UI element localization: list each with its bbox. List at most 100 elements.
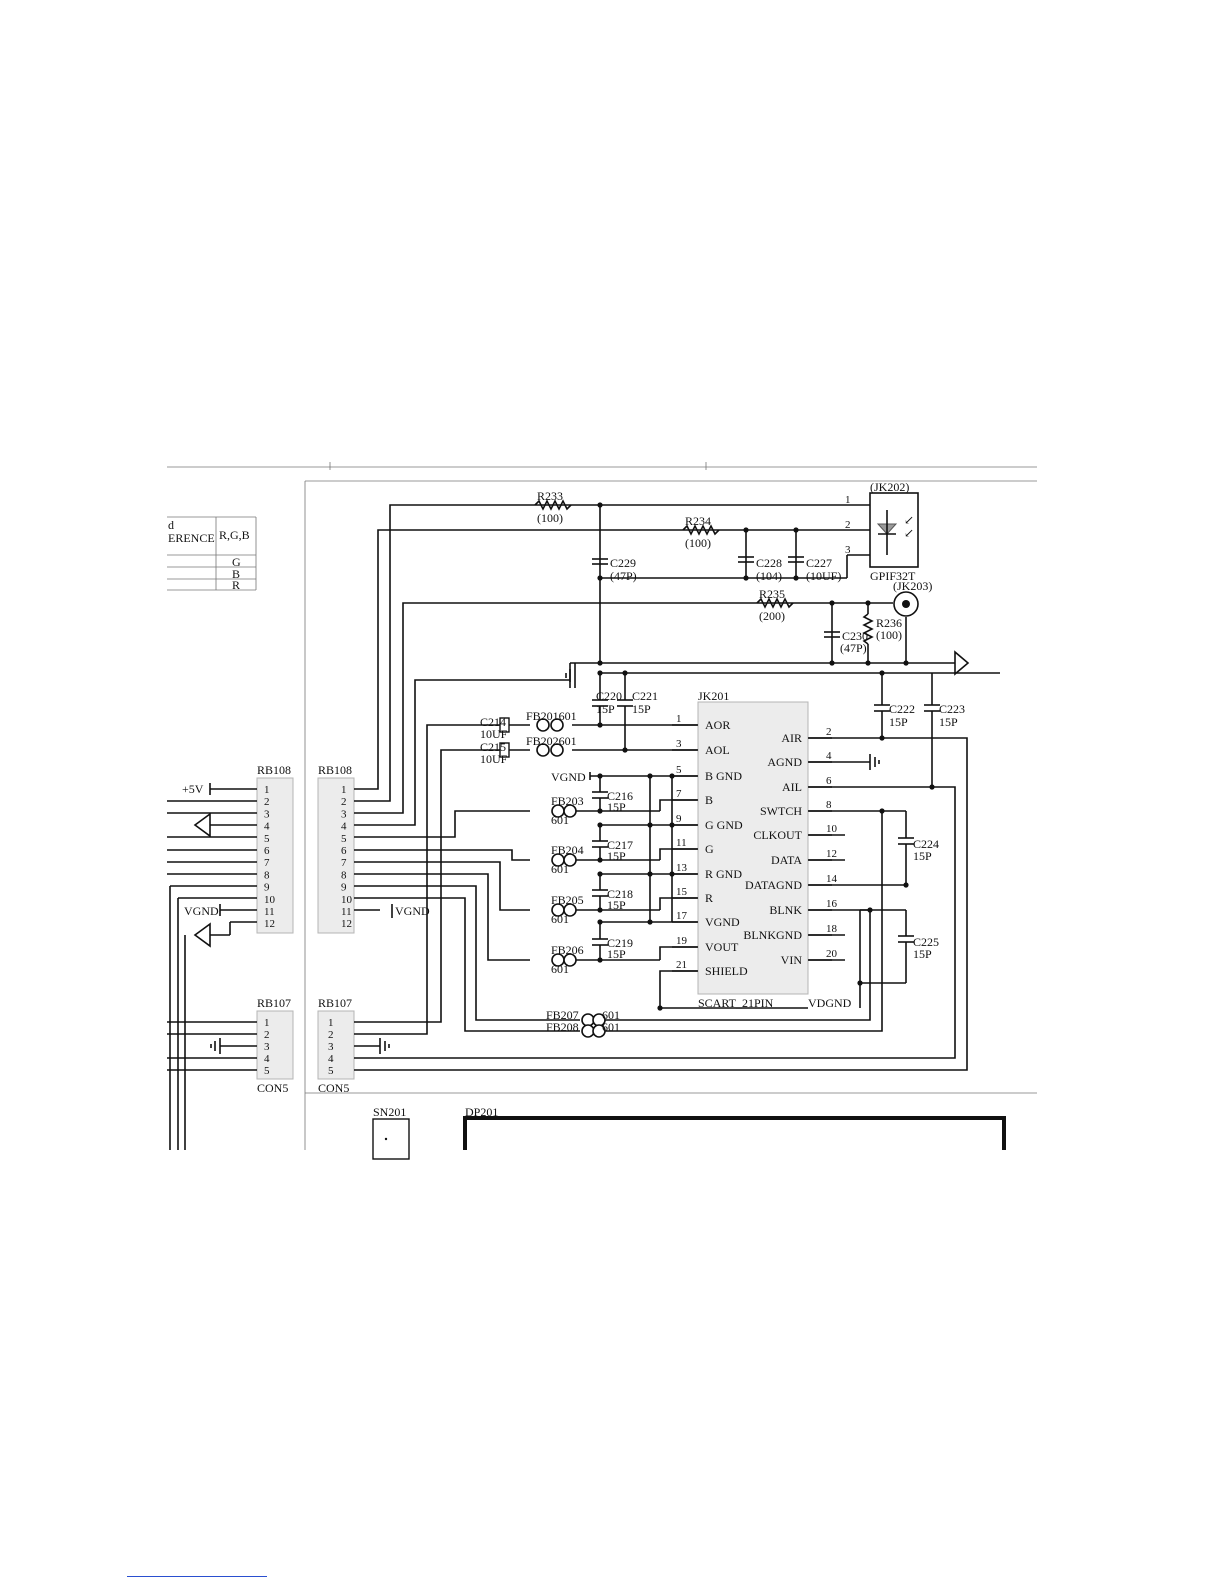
scart-pin-name: VGND — [705, 915, 740, 929]
left-bus-wires — [167, 788, 257, 1150]
svg-text:FB203: FB203 — [551, 794, 584, 808]
scart-pin-name: AGND — [767, 755, 802, 769]
capacitor-c222: C222 15P — [874, 702, 915, 729]
ground-symbol — [210, 1038, 221, 1054]
capacitor-c225: C225 15P — [898, 935, 939, 961]
pin-number: 11 — [264, 906, 275, 918]
capacitor-c214: C214 10UF — [480, 715, 510, 741]
coax-jack-jk203: (JK203) — [893, 579, 932, 617]
resistor-r235: R235 (200) — [756, 587, 794, 623]
scart-pin-number: 6 — [826, 775, 832, 787]
pin-number: 5 — [264, 1065, 270, 1077]
ground-symbol — [565, 663, 576, 688]
scart-pin-number: 4 — [826, 750, 832, 762]
svg-text:2: 2 — [845, 519, 851, 531]
svg-text:C219: C219 — [607, 936, 633, 950]
svg-text:C223: C223 — [939, 702, 965, 716]
capacitor-c216: C216 15P — [592, 789, 633, 814]
svg-text:GPIF32T: GPIF32T — [870, 569, 916, 583]
svg-text:SN201: SN201 — [373, 1105, 406, 1119]
pin-number: 11 — [341, 906, 352, 918]
svg-text:FB207: FB207 — [546, 1008, 579, 1022]
pin-number: 4 — [264, 1053, 270, 1065]
legend-fragment: d — [168, 518, 174, 532]
svg-text:C228: C228 — [756, 556, 782, 570]
svg-text:1: 1 — [845, 494, 851, 506]
svg-text:601: 601 — [551, 912, 569, 926]
svg-text:15P: 15P — [607, 800, 626, 814]
pin-number: 1 — [341, 784, 347, 796]
svg-text:C229: C229 — [610, 556, 636, 570]
scart-pin-number: 14 — [826, 873, 838, 885]
scart-pin-name: VIN — [781, 953, 803, 967]
scart-pin-name: AIR — [781, 731, 802, 745]
scart-pin-name: VOUT — [705, 940, 739, 954]
ferrite-fb207: FB207 601 — [546, 1008, 620, 1027]
display-dp201: DP201 — [463, 1105, 1006, 1150]
capacitor-c228: C228 (104) — [738, 556, 782, 583]
power-label: VGND — [395, 904, 430, 918]
scart-pin-name: DATAGND — [745, 878, 802, 892]
pin-number: 10 — [341, 894, 353, 906]
pin-number: 1 — [264, 1017, 270, 1029]
svg-text:10UF: 10UF — [480, 752, 508, 766]
pin-number: 12 — [341, 918, 352, 930]
vdgnd-label: VDGND — [808, 996, 852, 1010]
optical-jack-jk202: ↙ ↙ (JK202) GPIF32T 1 2 3 — [845, 480, 919, 583]
pin-number: 10 — [264, 894, 276, 906]
svg-text:C218: C218 — [607, 887, 633, 901]
ferrite-fb206: FB206 601 — [551, 943, 584, 976]
capacitor-c219: C219 15P — [592, 936, 633, 961]
svg-text:(100): (100) — [876, 628, 902, 642]
connector-ref: RB108 — [318, 763, 352, 777]
scart-pin-name: B GND — [705, 769, 742, 783]
scart-pin-number: 11 — [676, 837, 687, 849]
svg-text:15P: 15P — [913, 947, 932, 961]
scart-pin-number: 17 — [676, 910, 688, 922]
pin-number: 3 — [341, 808, 347, 820]
svg-text:DP201: DP201 — [465, 1105, 498, 1119]
svg-text:FB202601: FB202601 — [526, 734, 577, 748]
junction-dots — [597, 502, 935, 1011]
svg-text:(100): (100) — [685, 536, 711, 550]
scart-pin-name: G — [705, 842, 714, 856]
vgnd-label: VGND — [551, 770, 586, 784]
svg-text:C221: C221 — [632, 689, 658, 703]
sensor-sn201: SN201 — [372, 1105, 410, 1160]
ground-symbol — [869, 754, 880, 770]
svg-text:601: 601 — [551, 962, 569, 976]
ferrite-fb208: FB208 601 — [546, 1020, 620, 1038]
svg-text:FB206: FB206 — [551, 943, 584, 957]
pin-number: 2 — [264, 796, 270, 808]
svg-text:FB204: FB204 — [551, 843, 584, 857]
light-arrow-icon: ↙ — [904, 513, 914, 527]
power-5v: +5V — [182, 782, 211, 796]
scart-pin-number: 18 — [826, 923, 838, 935]
pin-number: 5 — [328, 1065, 334, 1077]
ferrite-fb203: FB203 601 — [551, 794, 584, 827]
sheet-frame — [167, 462, 1037, 1150]
ic-type: SCART_21PIN — [698, 996, 774, 1010]
svg-text:C216: C216 — [607, 789, 633, 803]
offpage-arrow — [954, 650, 970, 676]
connector-type: CON5 — [257, 1081, 288, 1095]
offpage-arrow — [193, 922, 211, 948]
scart-pin-number: 13 — [676, 862, 688, 874]
scart-pin-number: 2 — [826, 726, 832, 738]
scart-pin-number: 19 — [676, 935, 688, 947]
svg-text:(100): (100) — [537, 511, 563, 525]
resistor-r234: R234 (100) — [682, 514, 720, 550]
svg-text:C217: C217 — [607, 838, 633, 852]
footer-link[interactable] — [127, 1576, 267, 1577]
pin-number: 7 — [264, 857, 270, 869]
svg-text:R233: R233 — [537, 489, 563, 503]
legend-row: B — [232, 567, 240, 581]
pin-number: 4 — [264, 821, 270, 833]
scart-pin-number: 21 — [676, 959, 687, 971]
ferrite-fb205: FB205 601 — [551, 893, 584, 926]
pin-number: 5 — [264, 833, 270, 845]
